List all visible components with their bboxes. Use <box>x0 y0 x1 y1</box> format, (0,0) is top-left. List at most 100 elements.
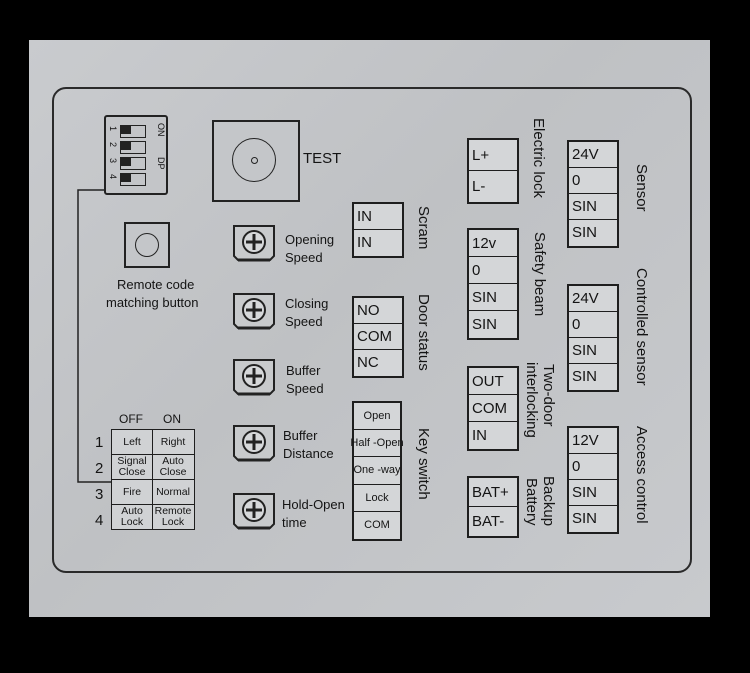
test-label: TEST <box>303 150 342 167</box>
remote-code-button-cap <box>135 233 159 257</box>
terminal[interactable]: SIN <box>572 368 598 385</box>
terminal[interactable]: IN <box>357 234 372 251</box>
dip-switch-slot <box>120 141 146 154</box>
test-button-dot <box>251 157 258 164</box>
terminal[interactable]: BAT- <box>472 513 505 530</box>
terminal[interactable]: IN <box>472 427 487 444</box>
hold-open-time-label-1: Hold-Open <box>282 497 345 512</box>
terminal[interactable]: Lock <box>354 485 400 512</box>
switch-on-header: ON <box>163 412 181 426</box>
terminal[interactable]: Open <box>354 403 400 431</box>
sensor-terminal-block: 24V 0 SIN SIN <box>567 140 619 248</box>
terminal[interactable]: SIN <box>569 480 617 506</box>
buffer-speed-pot[interactable] <box>230 356 278 398</box>
terminal[interactable]: COM <box>469 395 517 422</box>
closing-speed-pot[interactable] <box>230 290 278 332</box>
closing-speed-label-1: Closing <box>285 296 329 311</box>
terminal[interactable]: 0 <box>569 168 617 194</box>
scram-terminal-block: IN IN <box>352 202 404 258</box>
opening-speed-label-1: Opening <box>285 232 335 247</box>
terminal[interactable]: SIN <box>569 338 617 364</box>
opening-speed-pot[interactable] <box>230 222 278 264</box>
terminal[interactable]: SIN <box>572 224 598 241</box>
terminal[interactable]: 0 <box>569 454 617 480</box>
buffer-speed-label-2: Speed <box>286 381 324 396</box>
switch-row-num: 3 <box>95 486 104 503</box>
terminal[interactable]: SIN <box>572 510 598 527</box>
door-status-terminal-block: NO COM NC <box>352 296 404 378</box>
switch-function-table: Left Right Signal Close Auto Close Fire … <box>111 429 195 530</box>
terminal[interactable]: One -way <box>353 457 401 485</box>
table-row: Signal Close Auto Close <box>112 455 194 480</box>
safety-beam-label: Safety beam <box>531 232 548 317</box>
safety-beam-terminal-block: 12v 0 SIN SIN <box>467 228 519 340</box>
terminal[interactable]: SIN <box>469 284 517 311</box>
terminal[interactable]: 24V <box>569 142 617 168</box>
remote-code-label-1: Remote code <box>117 277 195 292</box>
key-switch-label: Key switch <box>415 428 432 500</box>
terminal[interactable]: NC <box>357 354 379 371</box>
table-row: Auto Lock Remote Lock <box>112 505 194 529</box>
terminal[interactable]: 0 <box>569 312 617 338</box>
door-status-label: Door status <box>415 294 432 371</box>
access-control-label: Access control <box>633 426 650 524</box>
terminal[interactable]: NO <box>354 298 402 324</box>
hold-open-time-pot[interactable] <box>230 490 278 532</box>
switch-on-value: Right <box>160 435 186 448</box>
terminal[interactable]: 0 <box>469 257 517 284</box>
remote-code-button[interactable] <box>124 222 170 268</box>
terminal[interactable]: SIN <box>472 316 498 333</box>
hold-open-time-label-2: time <box>282 515 307 530</box>
dip-switch-slot <box>120 125 146 138</box>
terminal[interactable]: Half -Open <box>350 430 404 458</box>
terminal[interactable]: 12V <box>569 428 617 454</box>
opening-speed-label-2: Speed <box>285 250 323 265</box>
buffer-distance-pot[interactable] <box>230 422 278 464</box>
buffer-distance-label-2: Distance <box>283 446 334 461</box>
terminal[interactable]: COM <box>354 324 402 350</box>
backup-battery-label-1: Backup <box>540 476 557 527</box>
electric-lock-terminal-block: L+ L- <box>467 138 519 204</box>
switch-row-num: 1 <box>95 434 104 451</box>
switch-off-value: Fire <box>112 480 153 504</box>
switch-on-value: Auto Close <box>159 455 187 478</box>
buffer-speed-label-1: Buffer <box>286 363 321 378</box>
test-button[interactable] <box>212 120 300 202</box>
controlled-sensor-label: Controlled sensor <box>633 268 650 386</box>
two-door-interlocking-terminal-block: OUT COM IN <box>467 366 519 451</box>
dip-switch[interactable]: ON DP 1 2 3 4 <box>104 115 168 195</box>
sensor-label: Sensor <box>633 164 650 212</box>
backup-battery-label-2: Battery <box>523 478 540 526</box>
terminal[interactable]: IN <box>354 204 402 230</box>
terminal[interactable]: L- <box>472 178 486 195</box>
terminal[interactable]: BAT+ <box>469 478 517 507</box>
backup-battery-terminal-block: BAT+ BAT- <box>467 476 519 538</box>
dip-switch-slot <box>120 173 146 186</box>
two-door-label-2: interlocking <box>523 362 540 438</box>
table-row: Fire Normal <box>112 480 194 505</box>
scram-label: Scram <box>415 206 432 250</box>
terminal[interactable]: L+ <box>469 140 517 171</box>
two-door-label-1: Two-door <box>540 364 557 427</box>
access-control-terminal-block: 12V 0 SIN SIN <box>567 426 619 534</box>
controlled-sensor-terminal-block: 24V 0 SIN SIN <box>567 284 619 392</box>
switch-row-num: 2 <box>95 460 104 477</box>
switch-off-value: Left <box>112 430 153 454</box>
closing-speed-label-2: Speed <box>285 314 323 329</box>
test-button-ring <box>232 138 276 182</box>
buffer-distance-label-1: Buffer <box>283 428 318 443</box>
switch-off-header: OFF <box>119 412 143 426</box>
electric-lock-label: Electric lock <box>530 118 547 199</box>
panel-frame <box>52 87 692 573</box>
terminal[interactable]: OUT <box>469 368 517 395</box>
terminal[interactable]: COM <box>364 519 390 532</box>
table-row: Left Right <box>112 430 194 455</box>
switch-off-value: Signal Close <box>112 455 153 479</box>
switch-on-value: Normal <box>156 485 190 498</box>
switch-row-num: 4 <box>95 512 104 529</box>
terminal[interactable]: 12v <box>469 230 517 257</box>
terminal[interactable]: 24V <box>569 286 617 312</box>
terminal[interactable]: SIN <box>569 194 617 220</box>
switch-on-value: Remote Lock <box>154 505 192 528</box>
